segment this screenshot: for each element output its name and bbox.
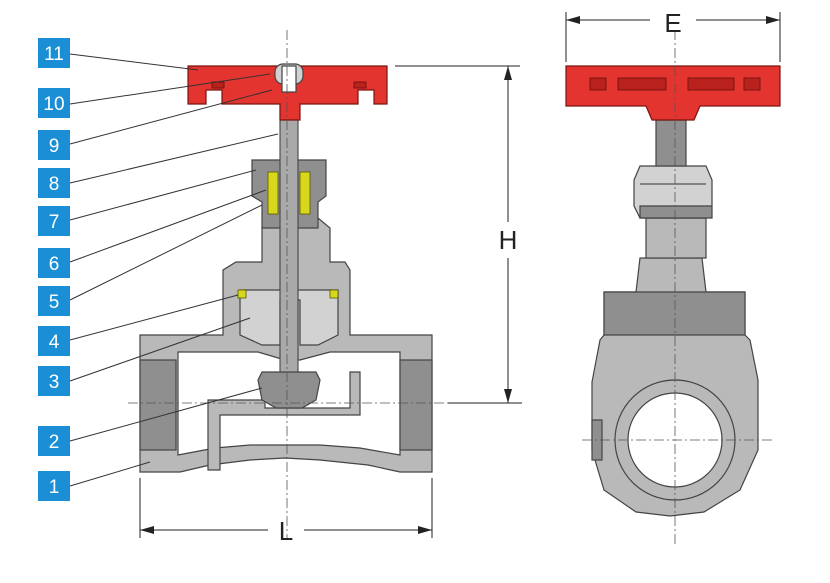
section-view — [139, 63, 433, 473]
side-wheel-spoke-2 — [617, 77, 667, 91]
callout-10-label: 10 — [43, 94, 64, 115]
side-view — [565, 65, 781, 517]
packing-left — [267, 171, 279, 215]
side-gland-thread — [639, 205, 713, 219]
callout-4-label: 4 — [49, 332, 60, 353]
dimension-l: L — [139, 478, 433, 546]
callout-8-label: 8 — [49, 174, 60, 195]
callout-5-label: 5 — [49, 292, 60, 313]
callout-2: 2 — [38, 426, 70, 456]
seat-partition — [207, 371, 361, 471]
callout-11: 11 — [38, 38, 70, 68]
o-ring-left — [237, 289, 247, 299]
right-thread — [399, 359, 433, 451]
callout-1: 1 — [38, 471, 70, 501]
bonnet — [239, 289, 339, 346]
callout-7: 7 — [38, 206, 70, 236]
nut-bore — [281, 65, 297, 93]
callout-8: 8 — [38, 168, 70, 198]
dimension-h: H — [395, 65, 522, 404]
left-thread — [139, 359, 177, 451]
side-bonnet-band — [603, 291, 746, 336]
dimension-h-label: H — [499, 225, 518, 255]
side-neck — [645, 217, 707, 259]
side-stem — [655, 119, 687, 167]
callout-6: 6 — [38, 248, 70, 278]
side-wheel-spoke-1 — [589, 77, 607, 91]
side-wheel-spoke-4 — [743, 77, 761, 91]
callout-5: 5 — [38, 286, 70, 316]
callout-3: 3 — [38, 366, 70, 396]
leader-lines — [69, 53, 279, 487]
callout-9-label: 9 — [49, 136, 60, 157]
callout-10: 10 — [38, 88, 70, 118]
callout-9: 9 — [38, 130, 70, 160]
callout-2-label: 2 — [49, 432, 60, 453]
dimension-e-label: E — [664, 8, 681, 38]
packing-right — [299, 171, 311, 215]
handwheel — [187, 65, 388, 121]
valve-disc — [257, 371, 321, 409]
side-wheel-spoke-3 — [687, 77, 735, 91]
callout-6-label: 6 — [49, 254, 60, 275]
side-handwheel — [565, 65, 781, 121]
dimension-e: E — [565, 8, 781, 62]
dimension-l-label: L — [279, 516, 293, 546]
callout-11-label: 11 — [44, 44, 64, 65]
o-ring-right — [329, 289, 339, 299]
callout-1-label: 1 — [49, 477, 60, 498]
callout-3-label: 3 — [49, 372, 60, 393]
callout-7-label: 7 — [49, 212, 60, 233]
callout-4: 4 — [38, 326, 70, 356]
handwheel-slot-right — [353, 81, 367, 89]
